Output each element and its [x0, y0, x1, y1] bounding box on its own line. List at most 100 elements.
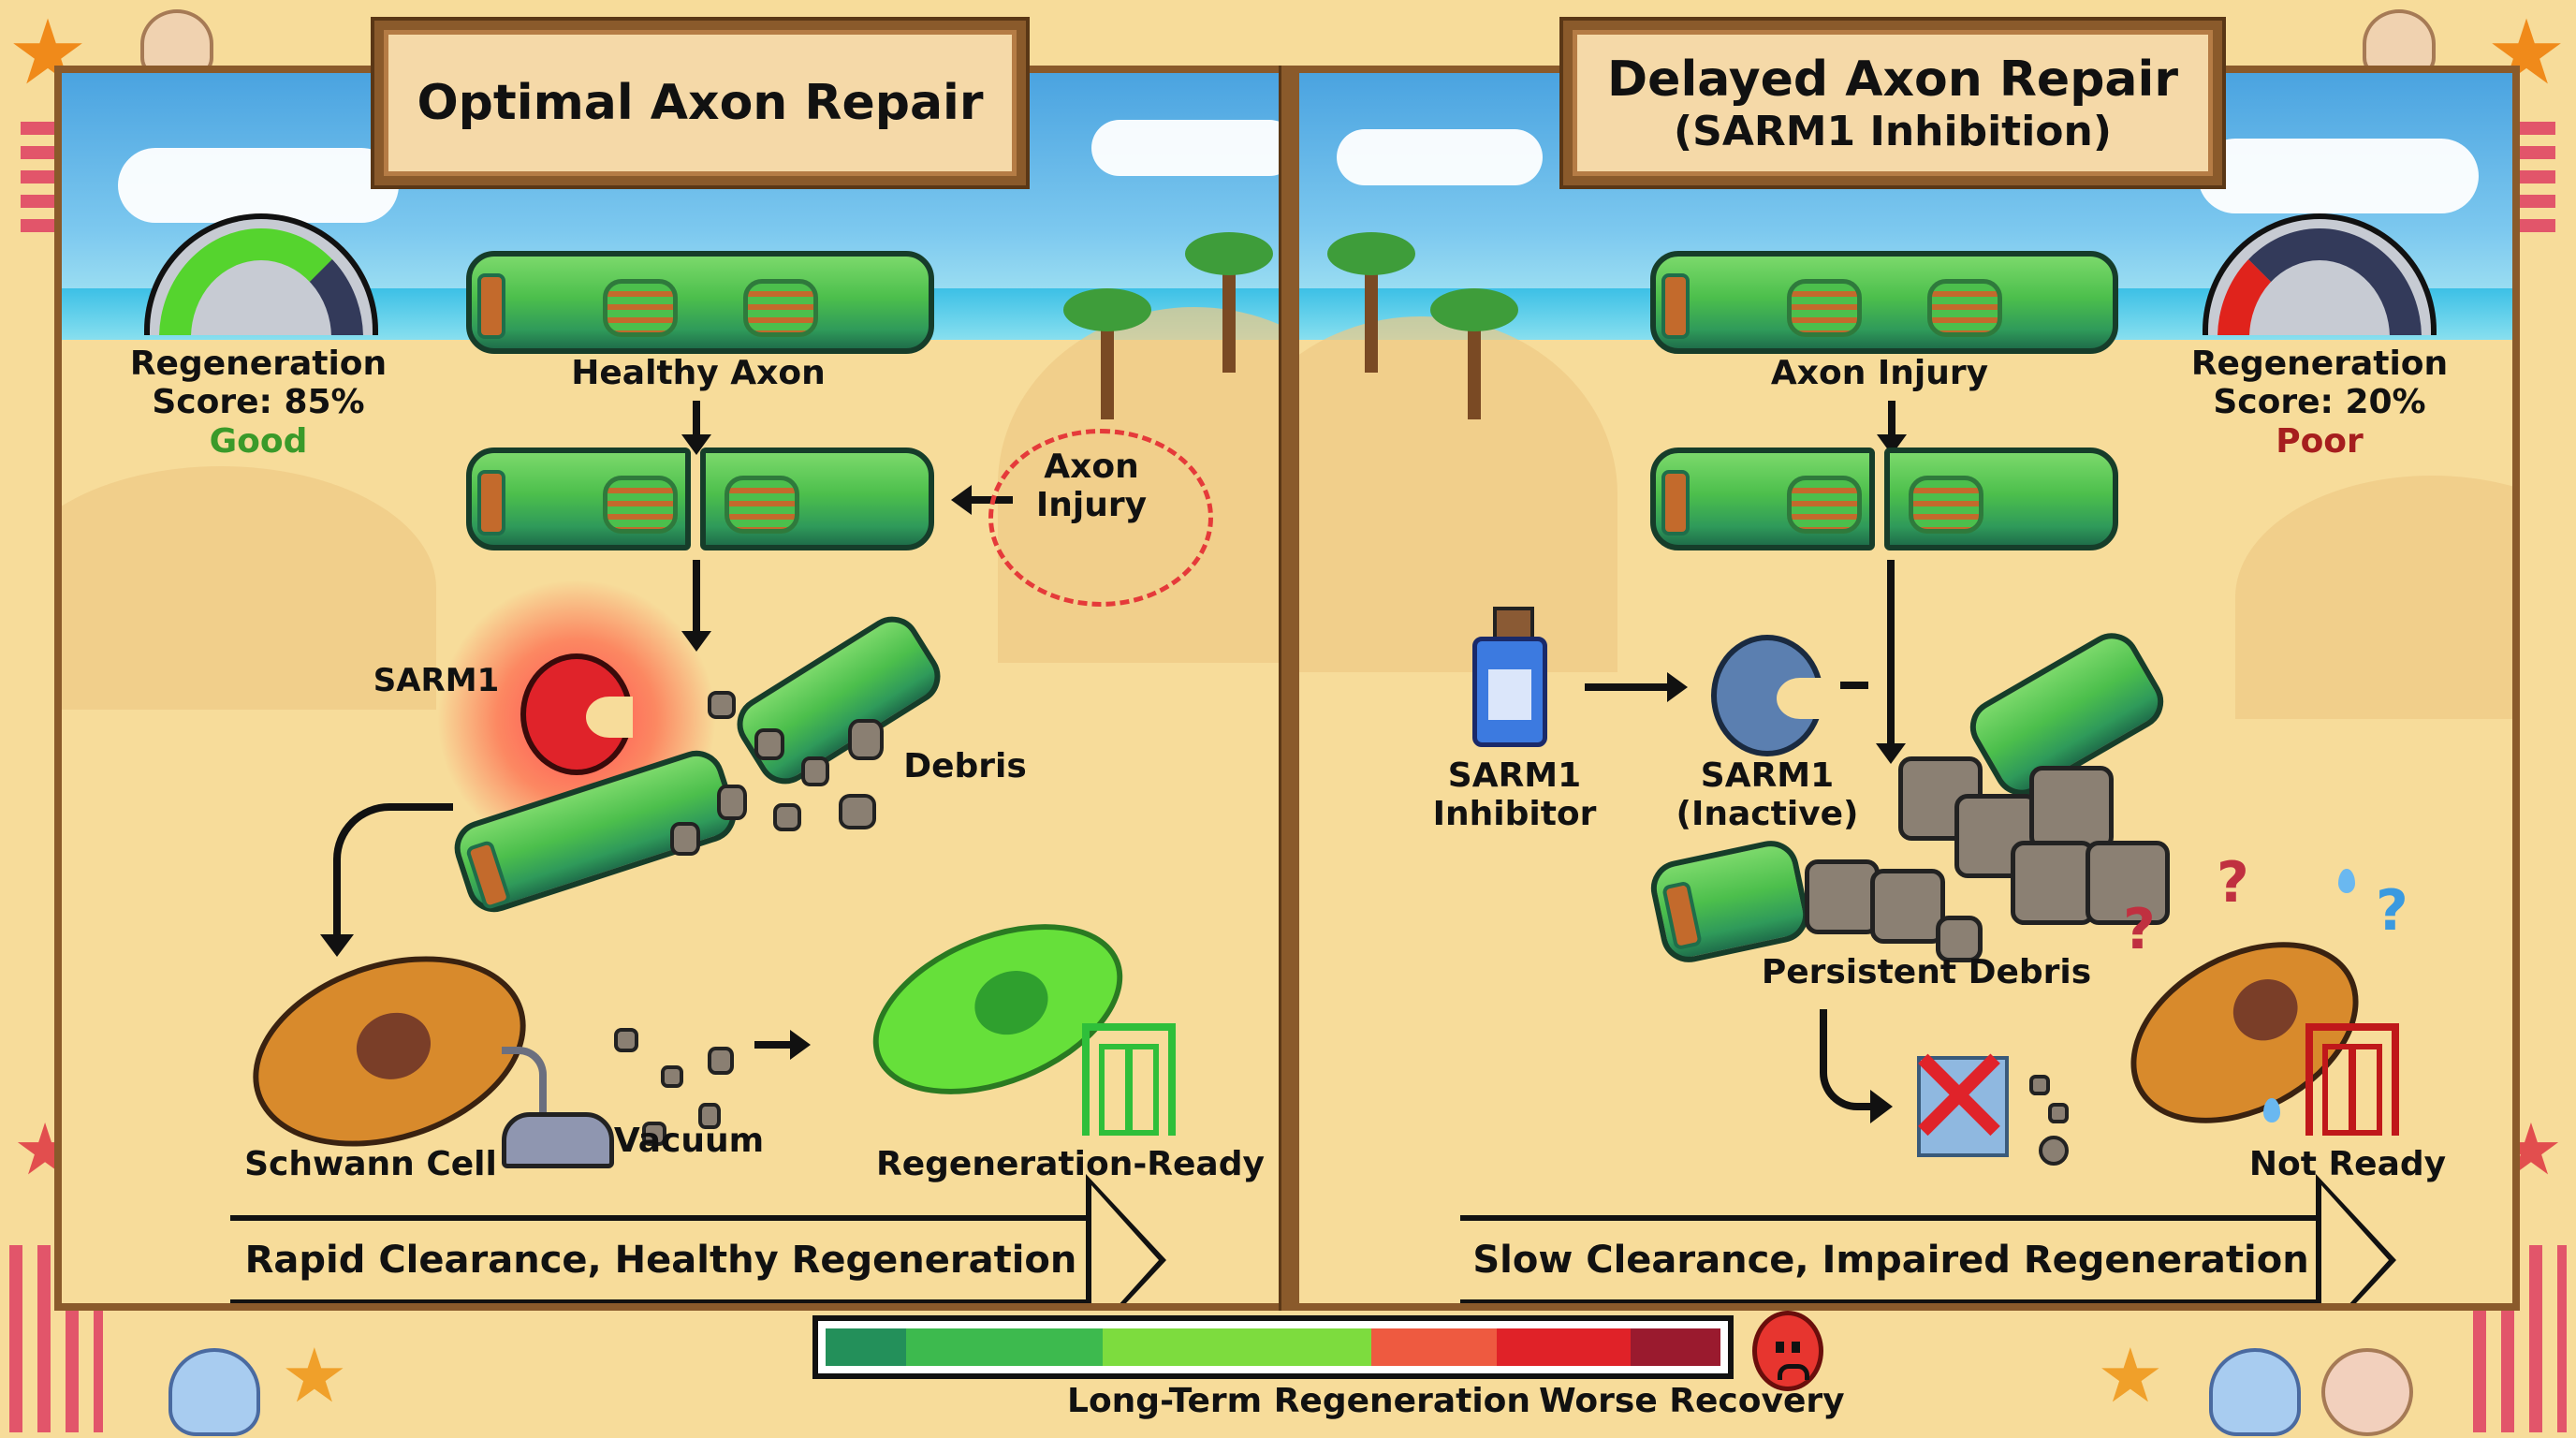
- arrow-right-icon: [1585, 672, 1688, 702]
- ready-door-icon: [1082, 1023, 1176, 1136]
- recovery-bar-segment: [906, 1328, 1104, 1366]
- debris-icon: [642, 1122, 666, 1146]
- gauge-rating: Poor: [2276, 421, 2364, 461]
- palm-tree-icon: [1327, 232, 1415, 373]
- debris-label: Debris: [903, 747, 1027, 785]
- injured-axon-right-icon: [1884, 448, 2118, 550]
- rock-icon: [1936, 916, 1983, 962]
- arrow-right-icon: [754, 1030, 811, 1060]
- flow-label: Slow Clearance, Impaired Regeneration: [1472, 1239, 2309, 1282]
- cross-icon: ✕: [1900, 1017, 2018, 1180]
- droplet-icon: [2263, 1098, 2280, 1123]
- flow-label: Rapid Clearance, Healthy Regeneration: [244, 1239, 1077, 1282]
- blocked-vacuum-icon: [1917, 1056, 2009, 1157]
- shell-icon: [2209, 1348, 2301, 1436]
- arrow-down-icon: [1876, 560, 1906, 764]
- sarm1-inactive-icon: [1711, 635, 1823, 756]
- recovery-bar-segment: [1496, 1328, 1632, 1366]
- worse-recovery-label: Worse Recovery: [1539, 1382, 1845, 1420]
- recovery-bar-segment: [1103, 1328, 1372, 1366]
- arrow-down-icon: [681, 560, 711, 652]
- injured-axon-left-icon: [466, 448, 691, 550]
- recovery-bar-segment: [826, 1328, 907, 1366]
- debris-icon: [754, 728, 784, 760]
- dune: [62, 466, 436, 710]
- question-mark-icon: ?: [2217, 850, 2249, 916]
- gauge-rating: Good: [209, 421, 308, 461]
- debris-icon: [717, 785, 747, 820]
- vacuum-icon: [502, 1047, 547, 1129]
- cloud: [1337, 129, 1543, 185]
- left-title: Optimal Axon Repair: [417, 75, 984, 131]
- coral-icon: [2518, 122, 2555, 243]
- not-ready-door-icon: [2305, 1023, 2399, 1136]
- cloud: [1091, 120, 1281, 176]
- sarm1-inactive-line2: (Inactive): [1676, 795, 1859, 834]
- vacuum-head-icon: [502, 1112, 614, 1168]
- debris-icon: [801, 756, 829, 786]
- curved-arrow-icon: [1820, 1009, 1883, 1110]
- inhibitor-label: SARM1 Inhibitor: [1421, 756, 1608, 834]
- healthy-axon-label: Healthy Axon: [571, 354, 826, 392]
- recovery-bar-segment: [1631, 1328, 1720, 1366]
- sad-face-icon: [1752, 1311, 1823, 1391]
- rock-icon: [2029, 766, 2114, 850]
- flow-arrow: Slow Clearance, Impaired Regeneration: [1460, 1174, 2396, 1303]
- left-title-sign: Optimal Axon Repair: [374, 21, 1026, 185]
- healthy-axon-icon: [466, 251, 934, 354]
- right-title-line2: (SARM1 Inhibition): [1674, 107, 2112, 155]
- axon-icon: [1650, 251, 2118, 354]
- debris-icon: [2048, 1103, 2069, 1123]
- starfish-icon: ★: [281, 1332, 348, 1419]
- inhibitor-bottle-icon: [1472, 607, 1547, 747]
- palm-tree-icon: [1063, 288, 1151, 419]
- gauge-label-line1: Regeneration: [129, 345, 388, 383]
- starfish-icon: ★: [2097, 1332, 2164, 1419]
- gauge-score: Score: 85%: [152, 383, 365, 422]
- gauge-label-line1: Regeneration: [2190, 345, 2449, 383]
- debris-icon: [848, 719, 884, 760]
- debris-icon: [708, 1047, 734, 1075]
- arrowhead-icon: [1086, 1174, 1166, 1303]
- sarm1-inactive-line1: SARM1: [1700, 756, 1835, 795]
- arrow-down-icon: [1877, 401, 1907, 455]
- debris-icon: [773, 803, 801, 831]
- long-term-regeneration-label: Long-Term Regeneration: [1067, 1382, 1531, 1420]
- recovery-bar-segment: [1371, 1328, 1497, 1366]
- sarm1-label: SARM1: [373, 662, 500, 699]
- debris-icon: [2039, 1136, 2069, 1166]
- inhibitor-label-line2: Inhibitor: [1432, 795, 1597, 834]
- shell-icon: [2321, 1348, 2413, 1436]
- inhibitor-label-line1: SARM1: [1447, 756, 1582, 795]
- sarm1-active-icon: [520, 653, 633, 775]
- cloud: [118, 148, 399, 223]
- rock-icon: [2011, 841, 2095, 925]
- palm-tree-icon: [1185, 232, 1273, 373]
- debris-icon: [698, 1103, 721, 1129]
- regeneration-ready-label: Regeneration-Ready: [876, 1145, 1265, 1183]
- rock-icon: [2086, 841, 2170, 925]
- question-mark-icon: ?: [2376, 878, 2408, 944]
- curved-arrow-head: [1870, 1090, 1893, 1123]
- vacuum-label: Vacuum: [613, 1122, 765, 1160]
- optimal-repair-panel: Regeneration Score: 85% Good Healthy Axo…: [54, 66, 1288, 1311]
- right-title-sign: Delayed Axon Repair (SARM1 Inhibition): [1563, 21, 2222, 185]
- coral-icon: [21, 122, 58, 243]
- debris-icon: [2029, 1075, 2050, 1095]
- debris-icon: [670, 822, 700, 856]
- injury-burst-icon: [988, 429, 1213, 607]
- delayed-repair-panel: Axon Injury Regeneration Score: 20% Poor…: [1292, 66, 2520, 1311]
- rock-icon: [1870, 869, 1945, 944]
- question-mark-icon: ?: [2123, 897, 2156, 962]
- curved-arrow-head: [320, 934, 354, 957]
- right-title-line1: Delayed Axon Repair: [1607, 51, 2178, 108]
- curved-arrow-icon: [333, 803, 453, 951]
- persistent-debris-label: Persistent Debris: [1761, 953, 2092, 991]
- gauge-score: Score: 20%: [2213, 383, 2426, 422]
- arrow-down-icon: [681, 401, 711, 455]
- sarm1-inactive-label: SARM1 (Inactive): [1674, 756, 1861, 834]
- gauge-label: Regeneration Score: 85% Good: [109, 345, 408, 461]
- dune: [1299, 316, 1617, 672]
- blocked-arrow-icon: [1840, 682, 1868, 689]
- debris-icon: [839, 794, 876, 829]
